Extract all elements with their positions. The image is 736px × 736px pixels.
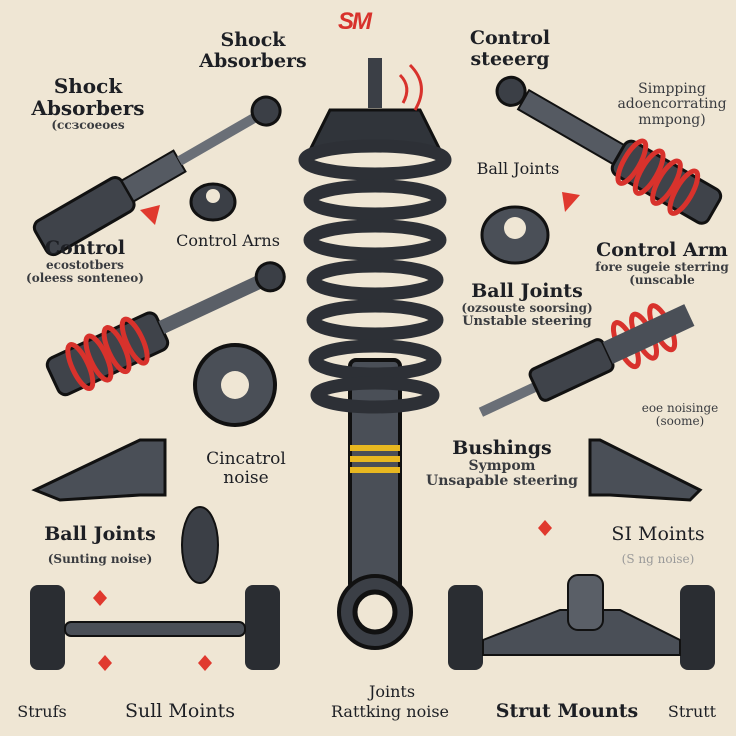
label-ball-joints-lower: Ball Joints(Sunting noise)	[44, 523, 156, 566]
right-shock-upper	[495, 75, 723, 225]
label-ball-joints-upper: Ball Joints	[476, 159, 560, 178]
right-shock-lower	[478, 303, 695, 417]
label-rattking-noise: Rattking noise	[331, 702, 449, 721]
red-markers	[93, 192, 580, 671]
axles	[30, 506, 715, 670]
label-ball-joints-center: Ball Joints(ozsouste soorsing)Unstable s…	[461, 280, 593, 330]
control-arms	[31, 438, 703, 502]
left-shock-upper	[32, 95, 282, 257]
label-strutt: Strutt	[667, 702, 717, 721]
label-noisinge: eoe noisinge(soome)	[641, 401, 719, 429]
label-sull-moints: Sull Moints	[124, 700, 236, 722]
label-si-moints: SI Moints(S ng noise)	[611, 523, 705, 566]
left-shock-lower	[45, 261, 286, 397]
label-strufs: Strufs	[17, 702, 67, 721]
central-strut	[298, 58, 452, 650]
label-joints: Joints	[368, 682, 416, 701]
label-control-arns: Control Arns	[176, 231, 280, 250]
label-strut-mounts: Strut Mounts	[495, 700, 639, 722]
brand-logo: SM	[338, 8, 372, 35]
bushings	[189, 182, 550, 427]
